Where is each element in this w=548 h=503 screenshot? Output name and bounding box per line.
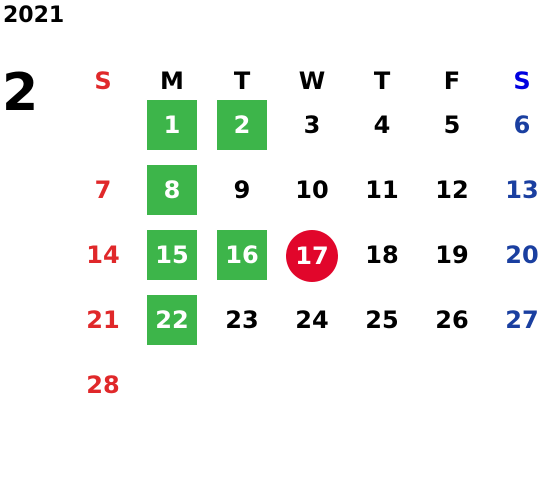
weekday-sun: S [94,67,112,95]
day-number: 6 [513,111,531,139]
day-number: 12 [435,176,469,204]
day-number: 24 [295,306,329,334]
month-label: 2 [2,63,39,123]
weekday-tue: T [233,67,251,95]
week-row: 14 15 16 17 18 19 20 [68,230,548,295]
day-cell[interactable]: 10 [277,165,347,215]
day-cell[interactable]: 28 [68,360,138,410]
day-cell[interactable]: 27 [487,295,548,345]
day-cell[interactable]: 1 [137,100,207,150]
day-cell[interactable]: 6 [487,100,548,150]
day-number: 9 [233,176,251,204]
day-cell[interactable]: 26 [417,295,487,345]
day-number: 19 [435,241,469,269]
day-number: 11 [365,176,399,204]
day-number: 16 [217,230,267,280]
day-cell[interactable]: 2 [207,100,277,150]
day-cell[interactable]: 11 [347,165,417,215]
day-cell[interactable]: 8 [137,165,207,215]
empty-day-cell [137,360,207,410]
day-number: 26 [435,306,469,334]
week-row: 7 8 9 10 11 12 13 [68,165,548,230]
day-cell[interactable]: 20 [487,230,548,280]
day-cell[interactable]: 7 [68,165,138,215]
day-cell[interactable]: 5 [417,100,487,150]
empty-day-cell [277,360,347,410]
day-cell[interactable]: 22 [137,295,207,345]
day-number: 22 [147,295,197,345]
day-cell[interactable]: 23 [207,295,277,345]
day-cell[interactable]: 16 [207,230,277,280]
empty-day-cell [417,360,487,410]
day-number: 3 [303,111,321,139]
day-number: 5 [443,111,461,139]
day-number: 27 [505,306,539,334]
day-cell[interactable]: 9 [207,165,277,215]
day-number: 15 [147,230,197,280]
weekday-mon: M [160,67,184,95]
day-cell[interactable]: 24 [277,295,347,345]
week-row: 21 22 23 24 25 26 27 [68,295,548,360]
empty-day-cell [487,360,548,410]
day-number: 23 [225,306,259,334]
day-number: 21 [86,306,120,334]
weekday-sat: S [513,67,531,95]
weekday-wed: W [298,67,326,95]
week-row: 28 [68,360,548,425]
day-number: 4 [373,111,391,139]
day-number: 18 [365,241,399,269]
weekday-header: S M T W T F S [68,60,548,100]
day-cell[interactable]: 25 [347,295,417,345]
empty-day-cell [347,360,417,410]
weekday-fri: F [443,67,461,95]
day-number: 7 [94,176,112,204]
day-number: 25 [365,306,399,334]
day-number: 20 [505,241,539,269]
day-cell[interactable]: 14 [68,230,138,280]
day-cell[interactable]: 17 [277,230,347,282]
day-cell[interactable]: 19 [417,230,487,280]
day-number: 28 [86,371,120,399]
day-cell[interactable]: 12 [417,165,487,215]
day-number: 1 [147,100,197,150]
weekday-thu: T [373,67,391,95]
year-label: 2021 [3,3,65,28]
day-number: 10 [295,176,329,204]
empty-day-cell [207,360,277,410]
day-number: 13 [505,176,539,204]
day-cell[interactable]: 18 [347,230,417,280]
day-cell[interactable]: 13 [487,165,548,215]
day-cell[interactable]: 3 [277,100,347,150]
day-cell[interactable]: 21 [68,295,138,345]
empty-day-cell [68,100,138,150]
day-number: 14 [86,241,120,269]
day-number: 8 [147,165,197,215]
day-number: 2 [217,100,267,150]
day-cell[interactable]: 4 [347,100,417,150]
day-cell[interactable]: 15 [137,230,207,280]
day-number: 17 [286,230,338,282]
